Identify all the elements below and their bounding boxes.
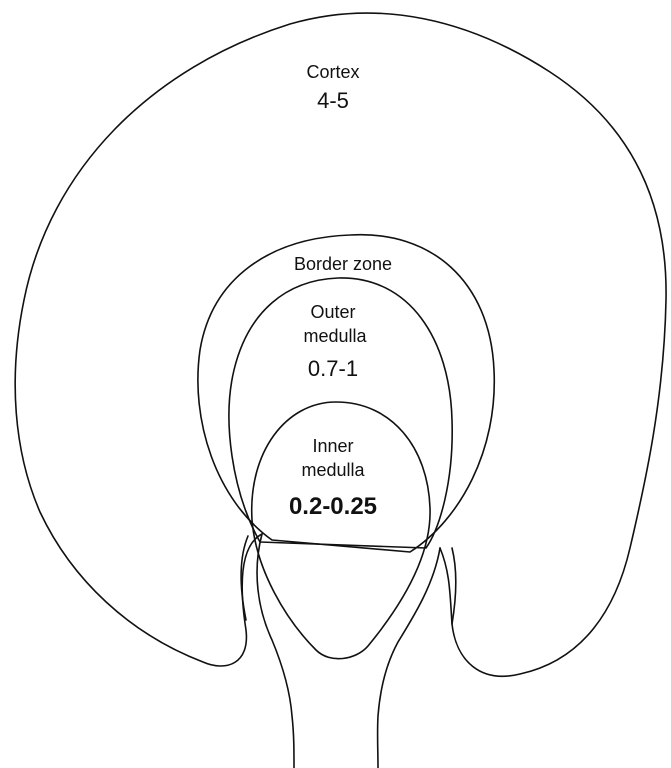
pelvis-inner-right-outline [452, 548, 456, 624]
cortex-label: Cortex [306, 62, 359, 82]
outer-medulla-label-line2: medulla [303, 326, 367, 346]
border-zone-label: Border zone [294, 254, 392, 274]
inner-medulla-label-line1: Inner [312, 436, 353, 456]
pelvis-right-outline [378, 548, 440, 768]
outer-medulla-label-line1: Outer [310, 302, 355, 322]
pelvis-left-outline [257, 534, 294, 768]
cortex-value: 4-5 [317, 88, 349, 113]
inner-medulla-value: 0.2-0.25 [289, 493, 377, 520]
outer-medulla-value: 0.7-1 [308, 356, 358, 381]
inner-medulla-label-line2: medulla [301, 460, 365, 480]
